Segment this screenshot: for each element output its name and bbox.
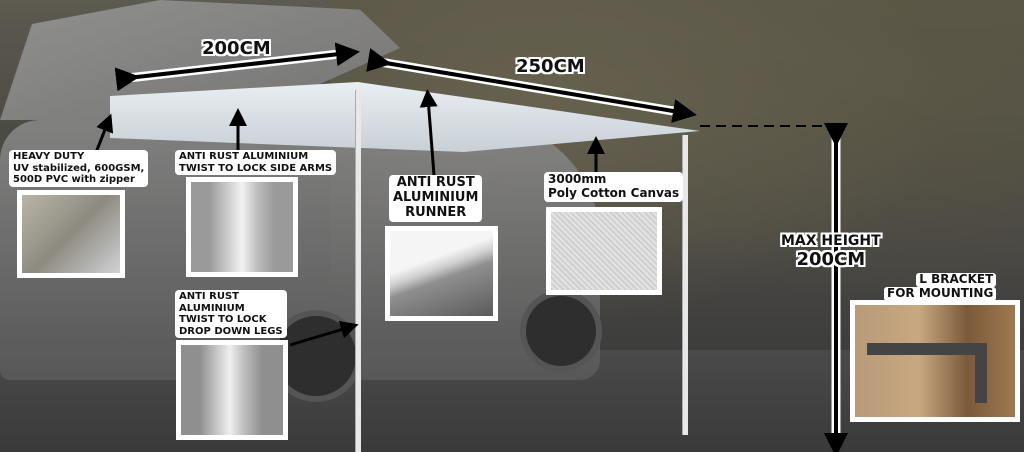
feature-label-poly-cotton: 3000mm Poly Cotton Canvas [544,172,684,202]
feature-label-canvas-material: HEAVY DUTY UV stabilized, 600GSM, 500D P… [9,150,149,187]
awning-leg [682,135,688,435]
label-line: Poly Cotton Canvas [548,185,680,200]
bracket-shape [975,343,987,403]
label-line: TWIST TO LOCK SIDE ARMS [179,162,333,174]
max-height-line2: 200CM [796,249,866,270]
photo-drop-down-legs [176,340,288,440]
feature-label-runner: ANTI RUST ALUMINIUM RUNNER [389,175,483,222]
label-line: RUNNER [405,204,467,220]
label-line: HEAVY DUTY [13,151,85,162]
photo-runner [385,226,498,321]
feature-label-drop-down-legs: ANTI RUST ALUMINIUM TWIST TO LOCK DROP D… [175,290,287,338]
label-line: 500D PVC with zipper [13,174,135,185]
label-line: DROP DOWN LEGS [179,325,283,337]
awning-leg [355,90,361,452]
label-line: ANTI RUST [179,291,239,302]
max-height-label: MAX HEIGHT 200CM [781,233,881,270]
label-line: ALUMINIUM [179,302,245,314]
max-height-line1: MAX HEIGHT [781,233,881,249]
photo-poly-cotton [546,207,662,295]
photo-canvas-material [17,190,125,278]
photo-l-bracket [850,300,1020,422]
label-line: FOR MOUNTING [884,286,997,301]
length-dimension-label: 250CM [516,56,585,77]
label-line: UV stabilized, 600GSM, [13,162,145,174]
label-line: ANTI RUST [396,175,475,190]
feature-label-side-arms: ANTI RUST ALUMINIUM TWIST TO LOCK SIDE A… [175,150,337,175]
width-dimension-label: 200CM [202,38,271,59]
label-line: ALUMINIUM [393,189,479,205]
label-line: L BRACKET [916,272,997,287]
label-line: 3000mm [548,172,607,186]
photo-side-arms [186,177,298,277]
label-line: TWIST TO LOCK [179,314,267,325]
feature-label-l-bracket: L BRACKET FOR MOUNTING [880,272,1000,302]
label-line: ANTI RUST ALUMINIUM [179,151,309,162]
bracket-shape [867,343,987,355]
